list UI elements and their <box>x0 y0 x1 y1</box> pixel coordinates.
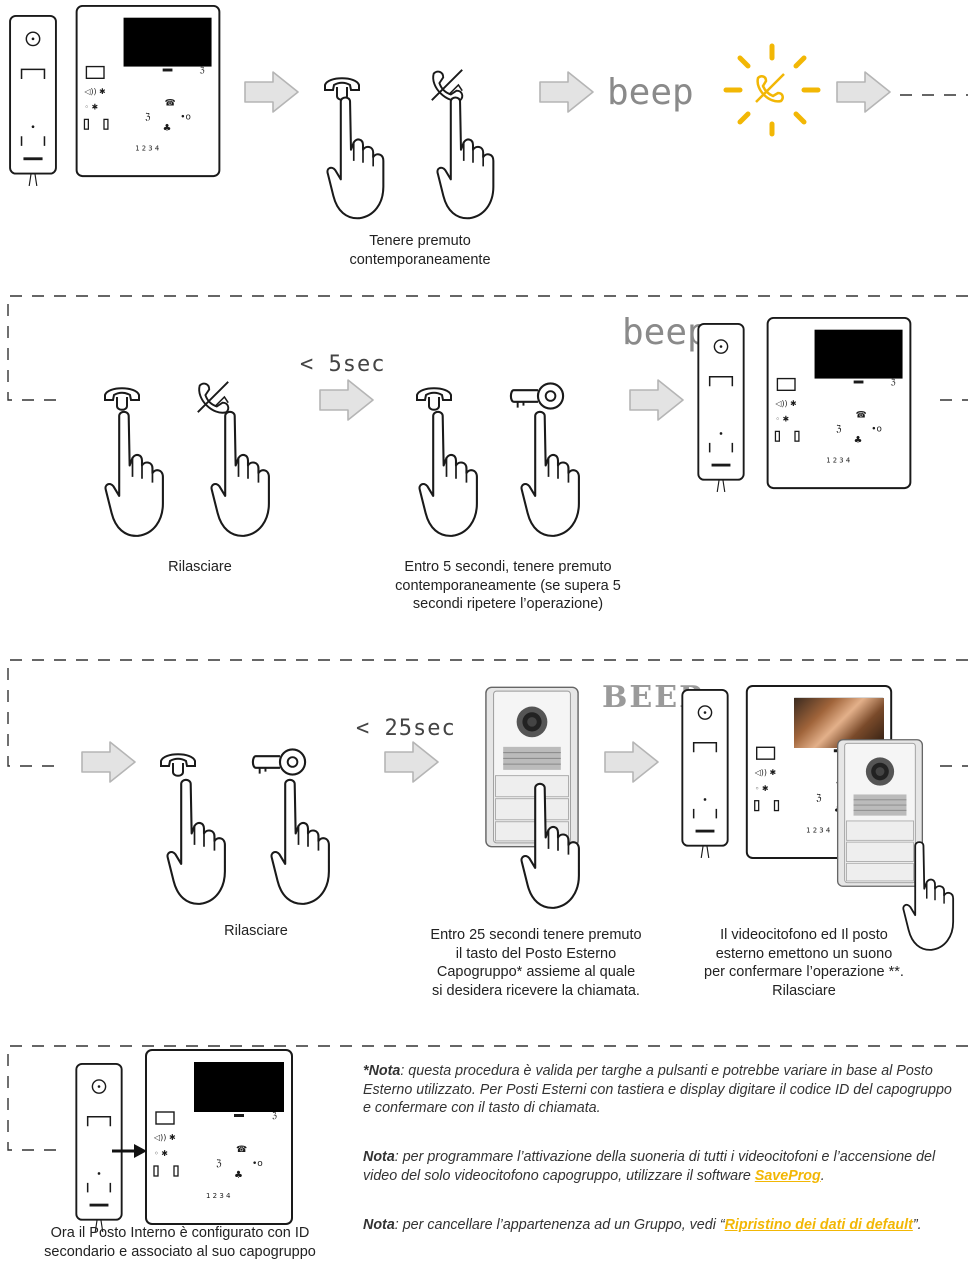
key-button-icon <box>250 744 308 780</box>
note-label: Nota <box>363 1217 395 1233</box>
beep-text: beep <box>607 72 694 113</box>
arrow-right-icon <box>80 740 138 784</box>
handset-button-icon <box>158 748 198 778</box>
note-text: : questa procedura è valida per targhe a… <box>363 1063 952 1116</box>
note-text: : per cancellare l’appartenenza ad un Gr… <box>394 1217 725 1233</box>
monitor-unit-image <box>763 316 915 492</box>
note-label: Nota <box>363 1149 395 1165</box>
note-2: Nota: per programmare l’attivazione dell… <box>363 1149 936 1184</box>
handset-unit-image <box>680 688 730 858</box>
arrow-right-icon <box>383 740 441 784</box>
hand-release-icon <box>166 776 242 910</box>
note-text: : per programmare l’attivazione della su… <box>363 1149 936 1184</box>
hand-release-icon <box>270 776 346 910</box>
handset-unit-image <box>696 322 746 492</box>
step4-caption: Ora il Posto Interno è configurato con I… <box>44 1225 316 1260</box>
hand-release-icon <box>104 408 180 542</box>
note-label: *Nota <box>363 1063 401 1079</box>
time-limit-label: < 25sec <box>356 716 456 741</box>
beep-text: beep <box>622 312 709 353</box>
note-1: *Nota: questa procedura è valida per tar… <box>363 1062 963 1118</box>
arrow-right-icon <box>628 378 686 422</box>
note-3: Nota: per cancellare l’appartenenza ad u… <box>363 1217 922 1233</box>
arrow-right-icon <box>318 378 376 422</box>
hand-press-icon <box>418 408 494 542</box>
hand-release-icon <box>210 408 286 542</box>
time-limit-label: < 5sec <box>300 352 386 377</box>
blinking-mute-icon <box>723 43 821 137</box>
monitor-unit-image <box>142 1048 296 1228</box>
reset-defaults-link[interactable]: Ripristino dei dati di default <box>724 1217 913 1233</box>
hand-press-icon <box>520 780 596 914</box>
arrow-right-icon <box>603 740 661 784</box>
arrow-black-icon <box>112 1144 147 1158</box>
release-caption: Rilasciare <box>224 923 288 939</box>
saveprog-link[interactable]: SaveProg <box>754 1167 821 1184</box>
release-caption: Rilasciare <box>168 559 232 575</box>
hand-press-icon <box>520 408 596 542</box>
